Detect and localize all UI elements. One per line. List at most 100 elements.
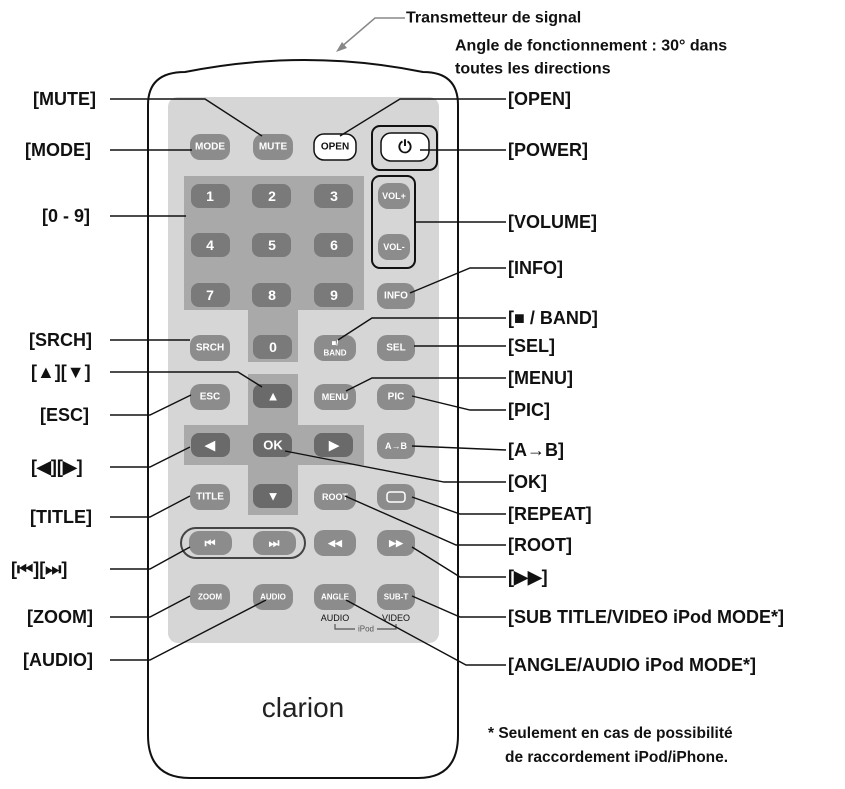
subt-button[interactable]: SUB-T xyxy=(377,584,415,610)
svg-text:INFO: INFO xyxy=(384,291,408,302)
label-esc: [ESC] xyxy=(40,405,89,425)
svg-text:SEL: SEL xyxy=(386,343,405,354)
svg-text:5: 5 xyxy=(268,237,276,253)
svg-text:■/: ■/ xyxy=(331,339,339,348)
label-audio: [AUDIO] xyxy=(23,650,93,670)
svg-text:MUTE: MUTE xyxy=(259,142,288,153)
label-power: [POWER] xyxy=(508,140,588,160)
angle-label-line2: toutes les directions xyxy=(455,61,611,78)
signal-arrow xyxy=(336,17,405,52)
prev-button[interactable]: ⏮ xyxy=(189,531,232,555)
repeat-button[interactable] xyxy=(377,484,415,510)
svg-text:AUDIO: AUDIO xyxy=(260,593,286,602)
band-button[interactable]: ■/ BAND xyxy=(314,335,356,361)
audio-button[interactable]: AUDIO xyxy=(253,584,293,610)
label-up-down: [▲][▼] xyxy=(31,362,91,382)
info-button[interactable]: INFO xyxy=(377,283,415,309)
label-title: [TITLE] xyxy=(30,507,92,527)
up-arrow-icon: ▲ xyxy=(267,389,280,404)
svg-text:OK: OK xyxy=(263,438,283,453)
label-menu: [MENU] xyxy=(508,368,573,388)
left-button[interactable]: ◀ xyxy=(191,433,230,457)
label-numbers: [0 - 9] xyxy=(42,206,90,226)
svg-text:0: 0 xyxy=(269,339,277,355)
leader-lines xyxy=(110,98,507,666)
right-arrow-icon: ▶ xyxy=(328,438,340,453)
svg-text:4: 4 xyxy=(206,237,214,253)
esc-button[interactable]: ESC xyxy=(190,384,230,410)
label-repeat: [REPEAT] xyxy=(508,504,592,524)
svg-text:BAND: BAND xyxy=(323,349,346,358)
ab-button[interactable]: A→B xyxy=(377,433,415,459)
pic-button[interactable]: PIC xyxy=(377,384,415,410)
mute-button[interactable]: MUTE xyxy=(253,134,293,160)
sel-button[interactable]: SEL xyxy=(377,335,415,361)
label-skip: [⏮][⏭] xyxy=(11,559,67,579)
brand-logo: clarion xyxy=(262,692,344,723)
power-icon: ⏻ xyxy=(398,138,412,157)
label-open: [OPEN] xyxy=(508,89,571,109)
svg-text:8: 8 xyxy=(268,287,276,303)
svg-text:SUB-T: SUB-T xyxy=(384,593,409,602)
number-4-button[interactable]: 4 xyxy=(191,233,230,257)
angle-button[interactable]: ANGLE xyxy=(314,584,356,610)
left-arrow-icon: ◀ xyxy=(204,438,216,453)
number-0-button[interactable]: 0 xyxy=(253,335,292,359)
down-button[interactable]: ▼ xyxy=(253,484,292,508)
label-left-right: [◀][▶] xyxy=(31,457,83,477)
svg-text:7: 7 xyxy=(206,287,214,303)
fast-forward-button[interactable]: ▶▶ xyxy=(377,530,415,556)
svg-text:SRCH: SRCH xyxy=(196,343,224,354)
number-5-button[interactable]: 5 xyxy=(252,233,291,257)
next-button[interactable]: ⏭ xyxy=(253,531,296,555)
srch-button[interactable]: SRCH xyxy=(190,335,230,361)
label-ab: [A→B] xyxy=(508,440,564,460)
number-7-button[interactable]: 7 xyxy=(191,283,230,307)
number-8-button[interactable]: 8 xyxy=(252,283,291,307)
open-button[interactable]: OPEN xyxy=(313,133,357,161)
svg-text:iPod: iPod xyxy=(358,625,374,634)
label-ff: [▶▶] xyxy=(508,567,548,587)
volume-up-button[interactable]: VOL+ xyxy=(378,183,410,209)
ok-button[interactable]: OK xyxy=(253,433,292,457)
volume-down-button[interactable]: VOL- xyxy=(378,234,410,260)
label-angle: [ANGLE/AUDIO iPod MODE*] xyxy=(508,655,756,675)
power-button[interactable]: ⏻ xyxy=(380,132,430,162)
number-9-button[interactable]: 9 xyxy=(314,283,353,307)
repeat-icon xyxy=(386,491,406,503)
label-zoom: [ZOOM] xyxy=(27,607,93,627)
svg-text:VOL+: VOL+ xyxy=(382,191,406,201)
label-volume: [VOLUME] xyxy=(508,212,597,232)
svg-text:ROOT: ROOT xyxy=(322,492,349,502)
power-frame xyxy=(371,125,438,171)
title-button[interactable]: TITLE xyxy=(190,484,230,510)
fast-forward-icon: ▶▶ xyxy=(388,538,404,548)
svg-text:6: 6 xyxy=(330,237,338,253)
label-info: [INFO] xyxy=(508,258,563,278)
label-pic: [PIC] xyxy=(508,400,550,420)
menu-button[interactable]: MENU xyxy=(314,384,356,410)
up-button[interactable]: ▲ xyxy=(253,384,292,408)
svg-text:ESC: ESC xyxy=(200,392,221,403)
angle-label-line1: Angle de fonctionnement : 30° dans xyxy=(455,38,727,55)
down-arrow-icon: ▼ xyxy=(267,489,280,504)
label-mute: [MUTE] xyxy=(33,89,96,109)
right-button[interactable]: ▶ xyxy=(314,433,353,457)
label-band: [■ / BAND] xyxy=(508,308,598,328)
root-button[interactable]: ROOT xyxy=(314,484,356,510)
mode-button[interactable]: MODE xyxy=(190,134,230,160)
svg-text:2: 2 xyxy=(268,188,276,204)
label-srch: [SRCH] xyxy=(29,330,92,350)
svg-text:OPEN: OPEN xyxy=(321,142,349,153)
number-3-button[interactable]: 3 xyxy=(314,184,353,208)
number-1-button[interactable]: 1 xyxy=(191,184,230,208)
number-6-button[interactable]: 6 xyxy=(314,233,353,257)
skip-back-icon: ⏮ xyxy=(205,536,216,550)
number-2-button[interactable]: 2 xyxy=(252,184,291,208)
svg-text:A→B: A→B xyxy=(385,441,407,451)
svg-text:TITLE: TITLE xyxy=(196,492,224,503)
zoom-button[interactable]: ZOOM xyxy=(190,584,230,610)
rewind-button[interactable]: ◀◀ xyxy=(314,530,356,556)
rewind-icon: ◀◀ xyxy=(327,538,343,548)
